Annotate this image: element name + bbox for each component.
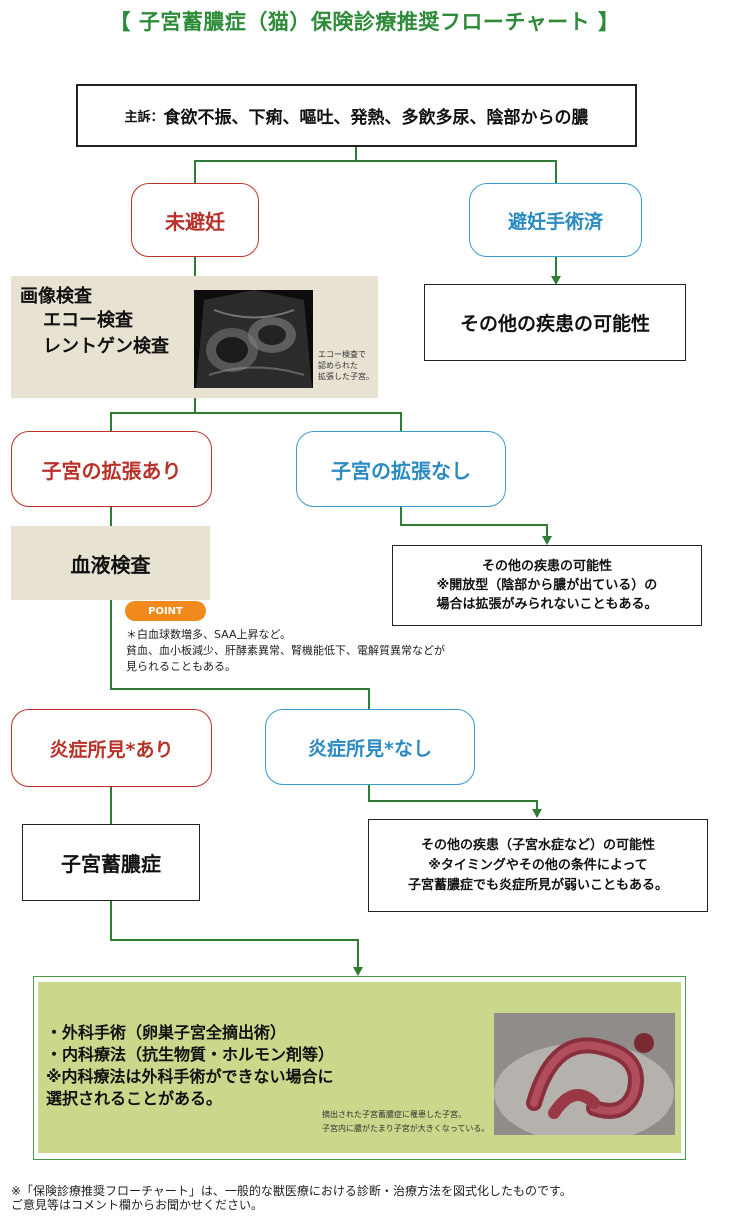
page-title: 【 子宮蓄膿症（猫）保険診療推奨フローチャート 】 — [109, 10, 620, 34]
unspayed-label: 未避妊 — [165, 209, 225, 234]
point-note-l1: ＊白血球数増多、SAA上昇など。 — [126, 628, 291, 641]
xray-exam-label: レントゲン検査 — [43, 336, 169, 357]
point-badge: POINT — [125, 601, 206, 621]
complaint-text: 食欲不振、下痢、嘔吐、発熱、多飲多尿、陰部からの膿 — [163, 108, 589, 128]
inflammation-negative-label: 炎症所見*なし — [308, 737, 432, 760]
other-disease-3-l3: 子宮蓄膿症でも炎症所見が弱いこともある。 — [407, 877, 668, 893]
other-disease-2-l2: ※開放型（陰部から膿が出ている）の — [436, 578, 658, 593]
point-badge-label: POINT — [148, 605, 183, 617]
ultrasound-caption-l2: 認められた — [318, 361, 358, 370]
blood-test-label: 血液検査 — [70, 552, 151, 577]
treatment-l4: 選択されることがある。 — [46, 1089, 223, 1108]
point-note-l3: 見られることもある。 — [126, 660, 236, 673]
ultrasound-caption-l3: 拡張した子宮。 — [318, 372, 374, 381]
uterus-photo — [494, 1013, 675, 1135]
complaint-label: 主訴： — [124, 110, 164, 125]
other-disease-2-l3: 場合は拡張がみられないこともある。 — [436, 597, 658, 612]
ultrasound-image — [194, 290, 313, 388]
spayed-node: 避妊手術済 — [469, 183, 642, 257]
treatment-l1: ・外科手術（卵巣子宮全摘出術） — [46, 1023, 287, 1042]
other-disease-box-2: その他の疾患の可能性 ※開放型（陰部から膿が出ている）の 場合は拡張がみられない… — [392, 545, 702, 626]
treatment-text: ・外科手術（卵巣子宮全摘出術） ・内科療法（抗生物質・ホルモン剤等） ※内科療法… — [46, 1022, 334, 1110]
uterus-photo-caption: 摘出された子宮蓄膿症に罹患した子宮。 子宮内に膿がたまり子宮が大きくなっている。 — [322, 1108, 489, 1136]
other-disease-1-text: その他の疾患の可能性 — [459, 313, 650, 335]
unspayed-node: 未避妊 — [131, 183, 259, 257]
uterus-not-dilated-label: 子宮の拡張なし — [331, 458, 471, 483]
uterus-caption-l2: 子宮内に膿がたまり子宮が大きくなっている。 — [322, 1124, 490, 1133]
treatment-l2: ・内科療法（抗生物質・ホルモン剤等） — [46, 1045, 335, 1064]
other-disease-box-3: その他の疾患（子宮水症など）の可能性 ※タイミングやその他の条件によって 子宮蓄… — [368, 819, 708, 912]
echo-exam-label: エコー検査 — [43, 310, 133, 331]
inflammation-positive-node: 炎症所見*あり — [11, 709, 212, 787]
blood-test-panel: 血液検査 — [11, 526, 210, 600]
point-note: ＊白血球数増多、SAA上昇など。 貧血、血小板減少、肝酵素異常、腎機能低下、電解… — [126, 627, 445, 675]
ultrasound-caption-l1: エコー検査で — [318, 350, 366, 359]
uterus-dilated-label: 子宮の拡張あり — [41, 458, 182, 483]
diagnosis-box: 子宮蓄膿症 — [22, 824, 200, 901]
other-disease-3-l2: ※タイミングやその他の条件によって — [428, 857, 648, 873]
inflammation-negative-node: 炎症所見*なし — [265, 709, 475, 785]
footer-l2: ご意見等はコメント欄からお聞かせください。 — [11, 1198, 264, 1212]
footer-l1: ※「保険診療推奨フローチャート」は、一般的な獣医療における診断・治療方法を図式化… — [11, 1184, 572, 1198]
other-disease-3-l1: その他の疾患（子宮水症など）の可能性 — [420, 837, 655, 853]
chief-complaint-box: 主訴： 食欲不振、下痢、嘔吐、発熱、多飲多尿、陰部からの膿 — [76, 84, 637, 147]
other-disease-box-1: その他の疾患の可能性 — [424, 284, 686, 361]
ultrasound-caption: エコー検査で 認められた 拡張した子宮。 — [318, 349, 374, 382]
uterus-dilated-node: 子宮の拡張あり — [11, 431, 212, 507]
footer-note: ※「保険診療推奨フローチャート」は、一般的な獣医療における診断・治療方法を図式化… — [11, 1184, 572, 1212]
inflammation-positive-label: 炎症所見*あり — [49, 738, 174, 761]
imaging-title: 画像検査 — [20, 286, 92, 307]
uterus-caption-l1: 摘出された子宮蓄膿症に罹患した子宮。 — [322, 1110, 466, 1119]
uterus-not-dilated-node: 子宮の拡張なし — [296, 431, 506, 507]
spayed-label: 避妊手術済 — [507, 210, 603, 233]
other-disease-2-l1: その他の疾患の可能性 — [481, 559, 612, 574]
diagnosis-label: 子宮蓄膿症 — [61, 852, 161, 876]
treatment-l3: ※内科療法は外科手術ができない場合に — [46, 1067, 334, 1086]
point-note-l2: 貧血、血小板減少、肝酵素異常、腎機能低下、電解質異常などが — [126, 644, 445, 657]
